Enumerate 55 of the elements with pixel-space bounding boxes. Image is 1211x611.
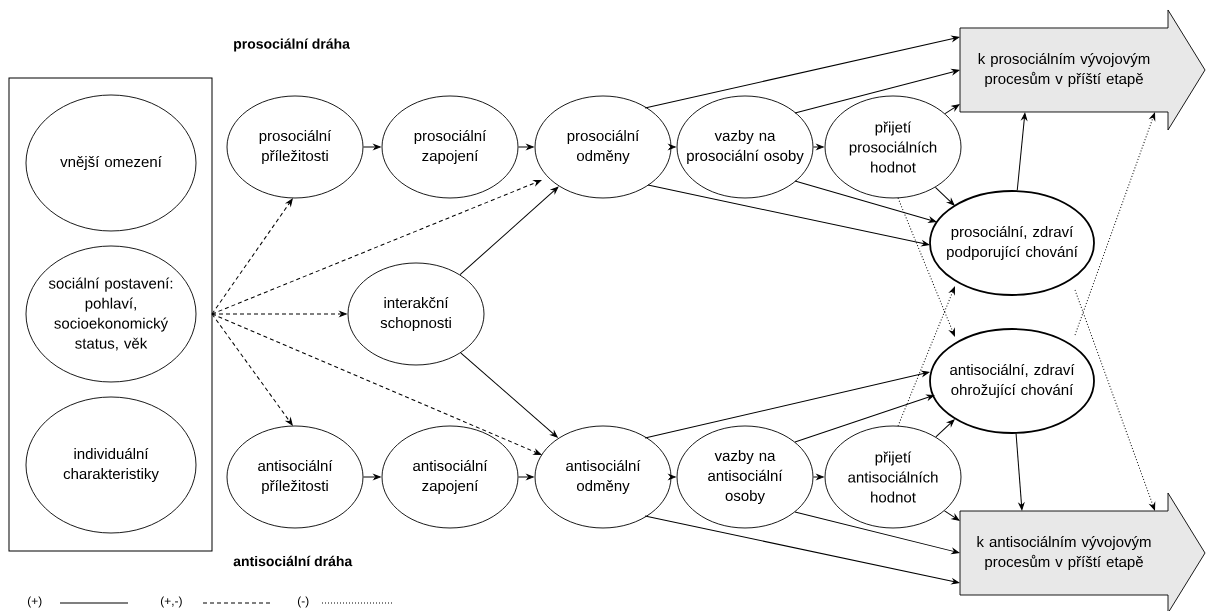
ellipse-node: antisociální, zdraví ohrožující chování [929,328,1095,434]
arrow [944,510,960,521]
arrow [644,515,960,585]
arrow [460,352,558,438]
ellipse-node: prosociální příležitosti [226,95,364,199]
arrow [794,394,935,443]
arrow [644,370,930,439]
arrow [211,198,293,315]
arrow [211,180,542,315]
arrow [644,35,960,109]
ellipse-node: prosociální odměny [534,95,672,199]
arrow [794,69,960,114]
ellipse-node: sociální postavení: pohlaví, socioekonomický status, věk [25,245,197,383]
arrow [362,474,381,480]
ellipse-node: interakční schopnosti [347,262,485,366]
arrow [944,104,960,115]
legend-label: (+,-) [160,596,182,608]
ellipse-node: přijetí antisociálních hodnot [824,425,962,529]
arrow [1074,289,1156,511]
arrow [211,313,293,426]
arrow [459,186,559,276]
arrow [211,313,542,455]
ellipse-node: vnější omezení [25,94,197,232]
path-heading: antisociální dráha [233,555,353,567]
arrow [647,184,930,247]
arrow [1015,433,1025,511]
ellipse-node: antisociální odměny [534,425,672,529]
ellipse-node: vazby na prosociální osoby [676,95,814,199]
path-heading: prosociální dráha [234,38,350,52]
legend-label: (+) [27,596,42,608]
ellipse-node: individuální charakteristiky [25,396,197,534]
ellipse-node: prosociální zapojení [381,95,519,199]
ellipse-node: vazby na antisociální osoby [676,425,814,529]
arrow [935,419,955,438]
arrow [211,311,347,317]
arrow [517,144,534,150]
arrow [897,286,955,427]
ellipse-node: prosociální, zdraví podporující chování [929,190,1095,296]
arrow [1016,112,1028,191]
arrow [362,144,381,150]
ellipse-node: antisociální zapojení [381,425,519,529]
arrow [812,144,824,150]
arrow [517,474,534,480]
arrow [934,186,955,206]
frame-box [8,77,213,552]
ellipse-node: antisociální příležitosti [226,425,364,529]
arrow [668,144,676,150]
ellipse-node: přijetí prosociálních hodnot [824,95,962,199]
legend-label: (-) [297,596,309,608]
arrow [1074,112,1156,336]
arrow [794,180,937,223]
arrow [668,474,676,480]
arrow [794,511,960,554]
arrow [897,197,955,337]
arrow [812,474,824,480]
